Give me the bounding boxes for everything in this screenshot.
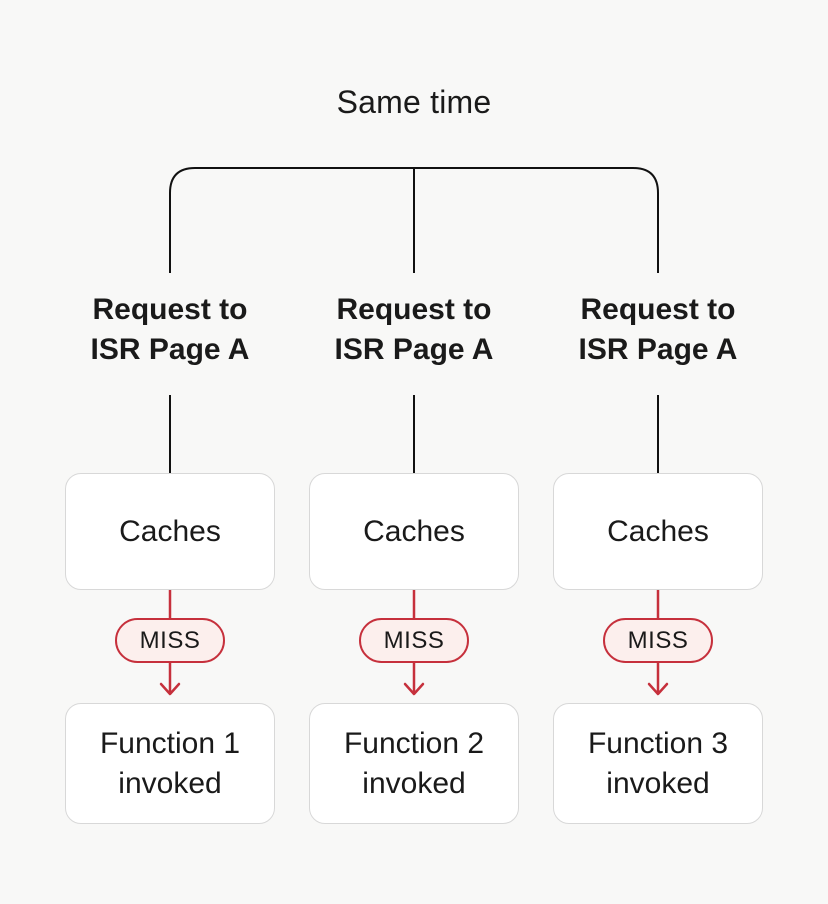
miss-badge-label: MISS bbox=[383, 626, 445, 654]
request-label: Request to ISR Page A bbox=[578, 293, 738, 366]
request-label: Request to ISR Page A bbox=[90, 293, 250, 366]
function-box-label: Function 2 invoked bbox=[343, 726, 485, 800]
caches-box-label: Caches bbox=[363, 514, 465, 548]
function-box-label: Function 1 invoked bbox=[99, 726, 241, 800]
function-box: Function 3 invoked bbox=[553, 703, 763, 824]
caches-box: Caches bbox=[65, 473, 275, 590]
arrow-down-icon bbox=[403, 682, 425, 696]
caches-box-label: Caches bbox=[607, 514, 709, 548]
miss-badge-label: MISS bbox=[139, 626, 201, 654]
miss-badge: MISS bbox=[359, 618, 469, 663]
caches-box: Caches bbox=[309, 473, 519, 590]
request-label: Request to ISR Page A bbox=[334, 293, 494, 366]
arrow-down-icon bbox=[647, 682, 669, 696]
function-box: Function 1 invoked bbox=[65, 703, 275, 824]
caches-box: Caches bbox=[553, 473, 763, 590]
function-box-label: Function 3 invoked bbox=[587, 726, 729, 800]
function-box: Function 2 invoked bbox=[309, 703, 519, 824]
miss-badge: MISS bbox=[115, 618, 225, 663]
miss-badge-label: MISS bbox=[627, 626, 689, 654]
caches-box-label: Caches bbox=[119, 514, 221, 548]
arrow-down-icon bbox=[159, 682, 181, 696]
diagram-title: Same time bbox=[336, 84, 492, 120]
bracket-connector bbox=[169, 167, 659, 273]
miss-badge: MISS bbox=[603, 618, 713, 663]
